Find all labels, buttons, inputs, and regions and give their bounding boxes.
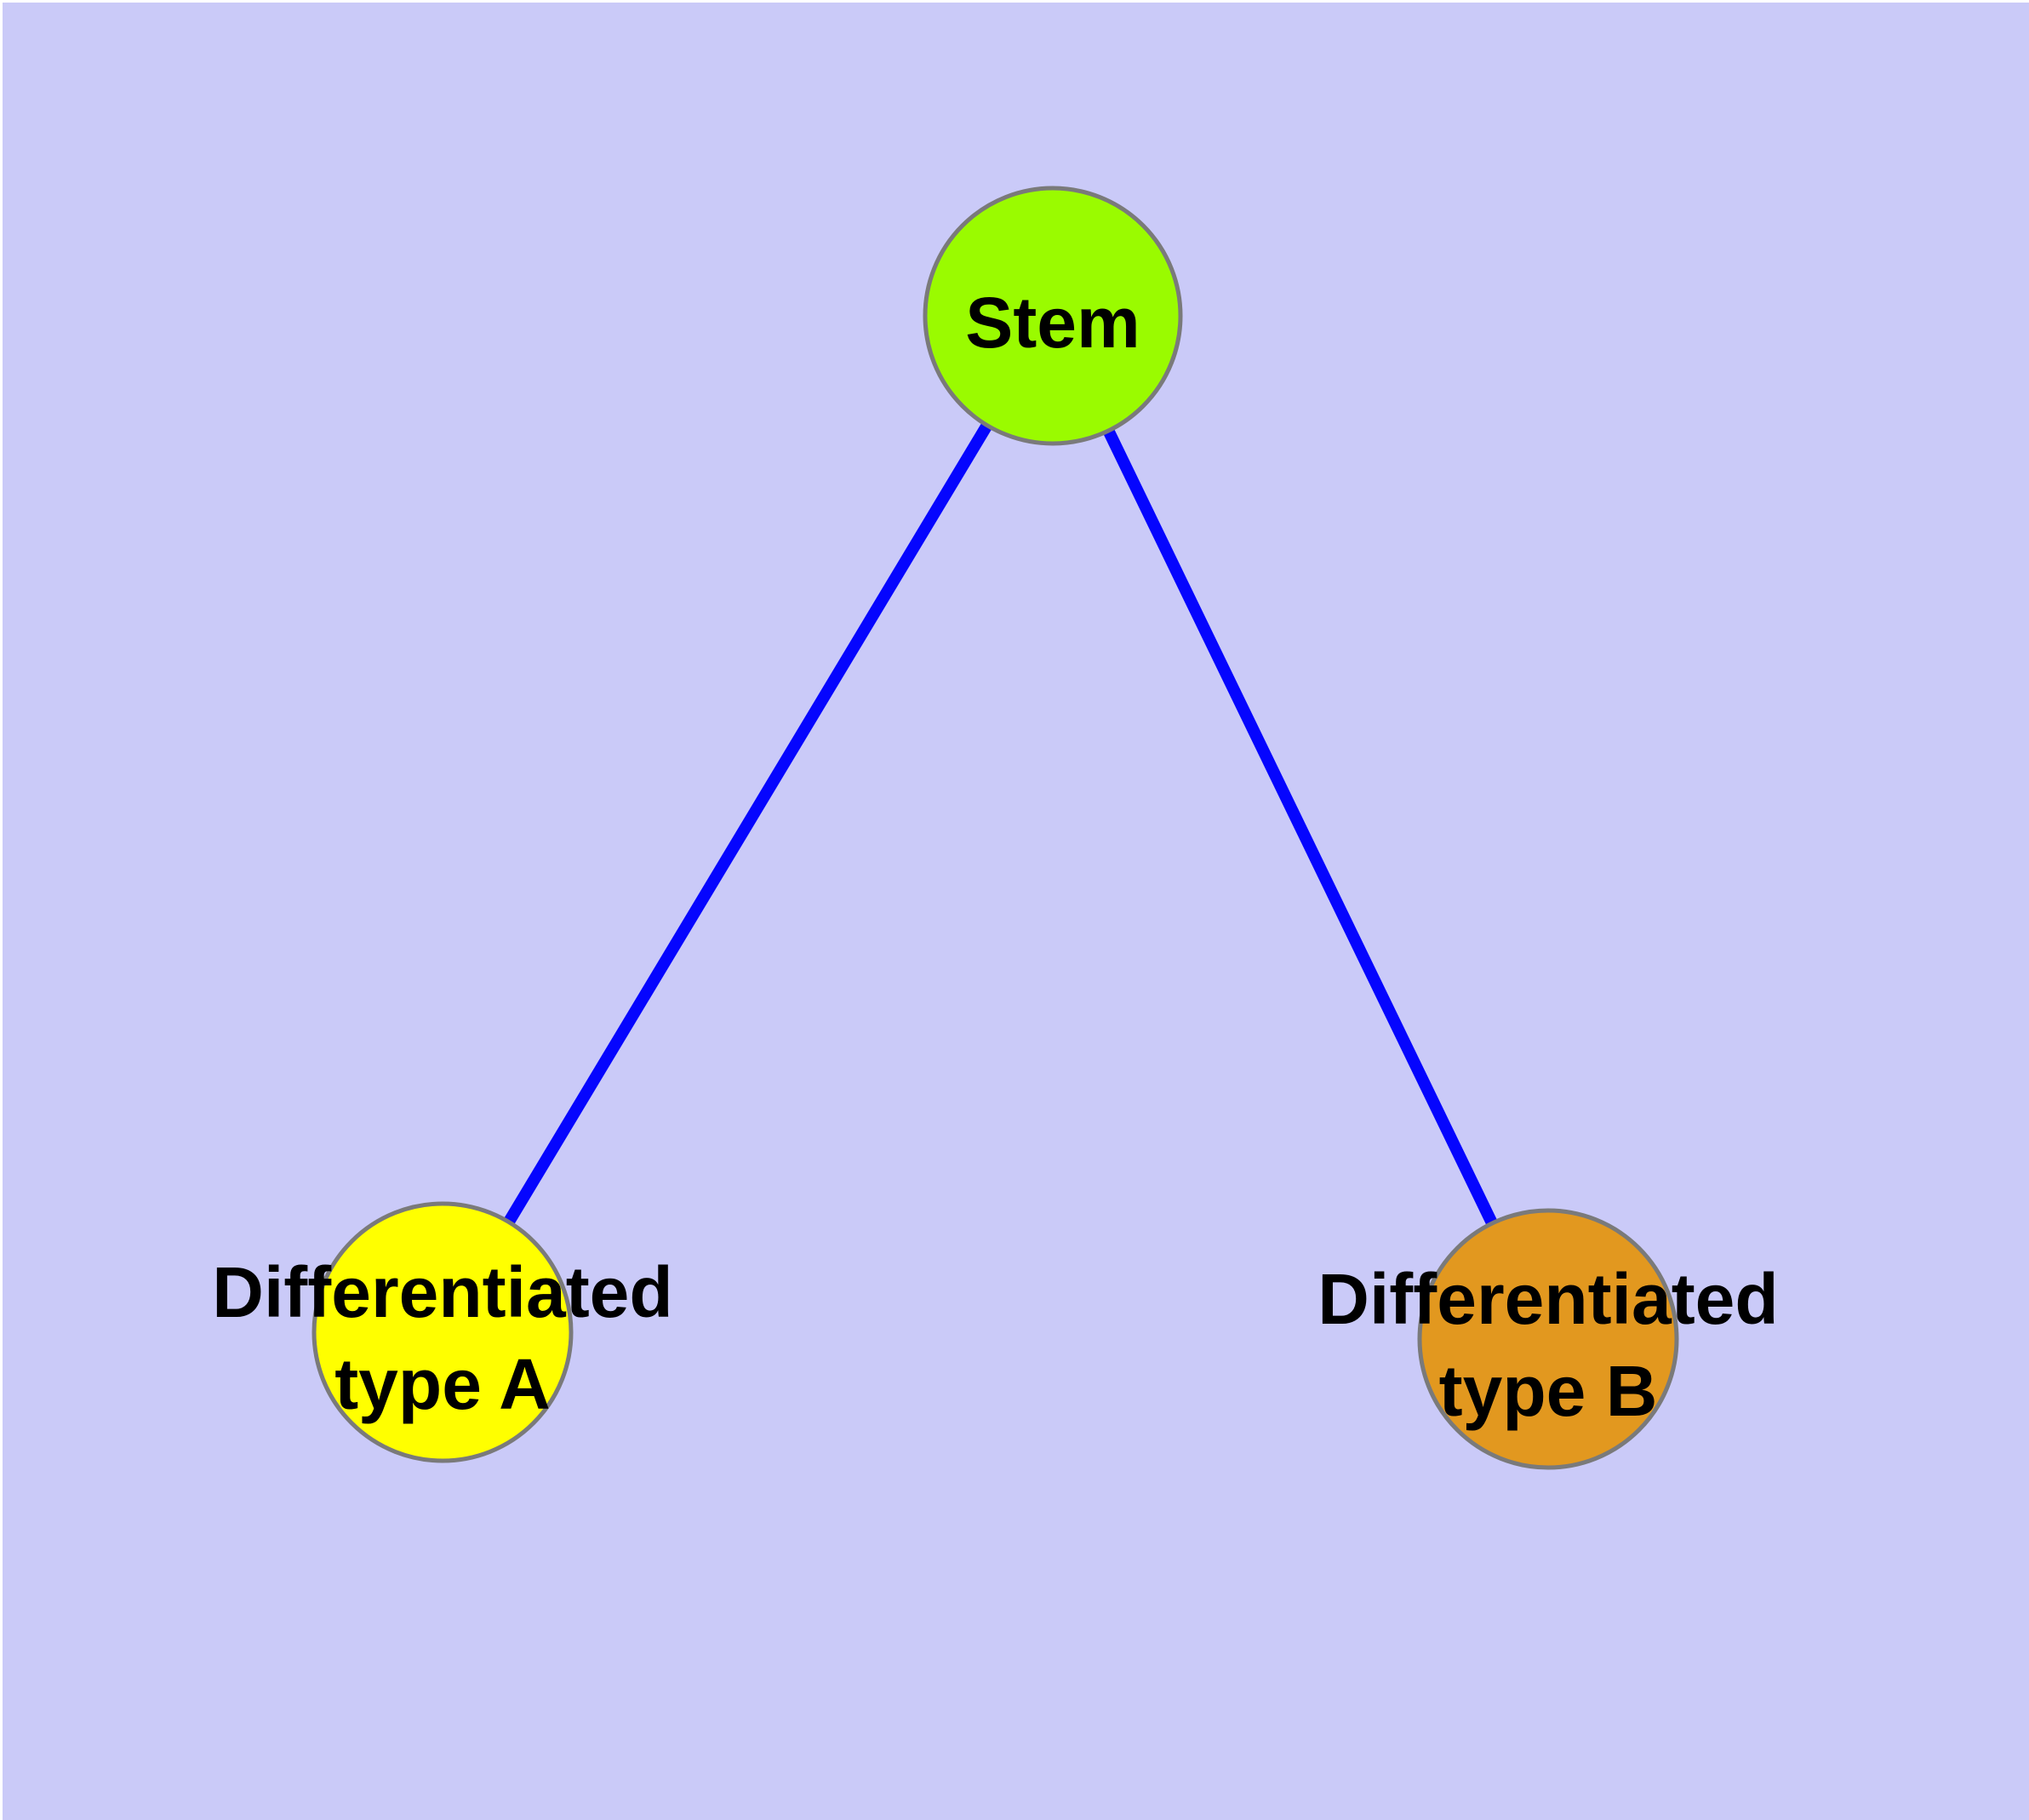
edge-stem-to-type-a [437, 312, 1059, 1336]
edge-stem-to-type-b [1047, 312, 1554, 1342]
node-type-a-circle [311, 1201, 574, 1463]
node-type-a-label-line1: Differentiated [212, 1252, 672, 1332]
node-type-b-circle [1417, 1208, 1679, 1470]
node-type-a-label-line2: type A [334, 1344, 551, 1424]
node-stem-circle [923, 186, 1183, 446]
node-type-b-label-line2: type B [1439, 1351, 1658, 1431]
node-stem-label: Stem [965, 283, 1140, 363]
node-type-b-label-line1: Differentiated [1317, 1259, 1778, 1339]
